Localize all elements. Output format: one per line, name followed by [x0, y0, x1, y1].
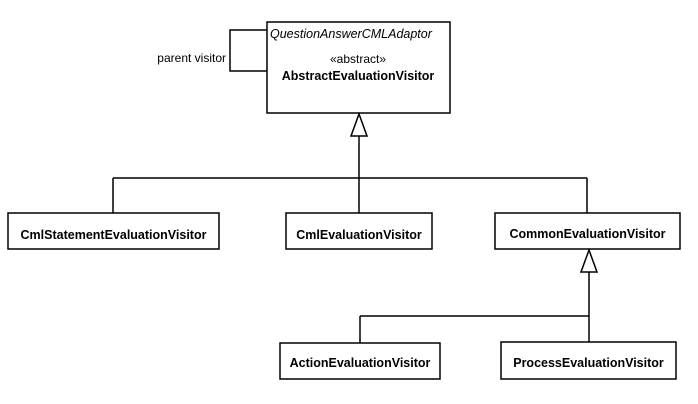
abstract-evaluation-visitor-class[interactable]: QuestionAnswerCMLAdaptor «abstract» Abst…	[266, 21, 451, 114]
generalization-to-common-visitor	[359, 247, 599, 343]
cml-evaluation-visitor-name: CmlEvaluationVisitor	[296, 228, 422, 242]
generalization-arrowhead-common	[579, 247, 599, 273]
action-evaluation-visitor-class[interactable]: ActionEvaluationVisitor	[279, 342, 441, 380]
common-evaluation-visitor-name: CommonEvaluationVisitor	[509, 227, 665, 241]
parent-visitor-label: parent visitor	[157, 51, 226, 65]
cml-evaluation-visitor-class[interactable]: CmlEvaluationVisitor	[285, 212, 433, 250]
abstract-evaluation-visitor-stereotype: «abstract»	[330, 52, 386, 66]
process-evaluation-visitor-class[interactable]: ProcessEvaluationVisitor	[500, 341, 677, 380]
action-evaluation-visitor-name: ActionEvaluationVisitor	[290, 356, 431, 370]
abstract-evaluation-visitor-name: AbstractEvaluationVisitor	[282, 69, 435, 83]
parent-visitor-association: parent visitor	[157, 29, 267, 72]
process-evaluation-visitor-name: ProcessEvaluationVisitor	[513, 356, 664, 370]
common-evaluation-visitor-class[interactable]: CommonEvaluationVisitor	[494, 212, 681, 250]
cml-statement-evaluation-visitor-name: CmlStatementEvaluationVisitor	[21, 228, 207, 242]
cml-statement-evaluation-visitor-class[interactable]: CmlStatementEvaluationVisitor	[7, 212, 220, 250]
generalization-arrowhead-abstract	[349, 111, 369, 137]
abstract-evaluation-visitor-role-label: QuestionAnswerCMLAdaptor	[270, 27, 433, 41]
generalization-to-abstract-visitor	[112, 111, 588, 213]
parent-visitor-loop-line	[229, 29, 267, 72]
